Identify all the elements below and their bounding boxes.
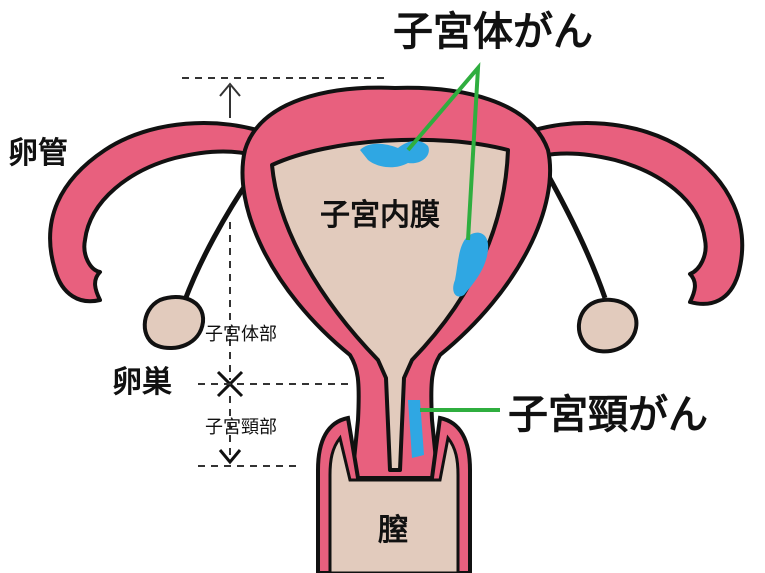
right-ovarian-ligament [548, 175, 605, 298]
right-ovary [579, 300, 637, 352]
cervix-label: 子宮頸部 [205, 417, 277, 438]
vagina-label: 膣 [378, 513, 408, 548]
endometrium-label: 子宮内膜 [320, 198, 440, 233]
right-fallopian-tube [520, 123, 742, 304]
corpus-cancer-label: 子宮体がん [393, 9, 593, 55]
ovary-label: 卵巣 [112, 365, 172, 400]
left-fallopian-tube [50, 123, 272, 301]
top-guide-arrow [220, 84, 240, 118]
fallopian-tube-label: 卵管 [8, 136, 68, 171]
corpus-label: 子宮体部 [205, 324, 277, 345]
left-ovary [145, 297, 203, 348]
left-ovarian-ligament [185, 175, 252, 300]
cervical-cancer-label: 子宮頸がん [508, 392, 708, 438]
